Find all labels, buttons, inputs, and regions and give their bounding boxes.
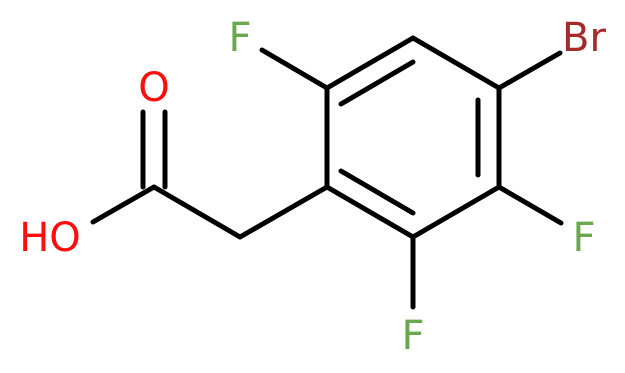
bond-to-fluorine-top: [259, 47, 330, 91]
bond-to-bromine: [496, 50, 563, 91]
bond-to-fluorine-right: [496, 184, 564, 226]
fluorine-right-label: F: [572, 215, 595, 261]
oxygen-carbonyl-label: O: [138, 65, 169, 111]
bond-ring-lower-left-inner: [338, 168, 416, 216]
bond-ring-upper-right: [410, 35, 502, 91]
hydroxyl-label: HO: [19, 215, 81, 261]
fluorine-bottom-label: F: [401, 313, 424, 359]
bond-carboxyl-to-hydroxyl: [90, 184, 157, 225]
atom-labels: O HO F Br F F: [19, 15, 606, 359]
bonds: [90, 35, 564, 310]
bond-ring-to-ch2: [237, 184, 330, 240]
bond-ring-lower-left: [324, 184, 416, 240]
fluorine-top-label: F: [228, 15, 251, 61]
bond-ring-top-inner: [338, 59, 416, 107]
bromine-label: Br: [562, 15, 606, 61]
bond-ring-top: [324, 35, 416, 91]
bond-ring-lower-right: [410, 184, 502, 240]
bond-ch2-to-carboxyl: [151, 184, 243, 240]
